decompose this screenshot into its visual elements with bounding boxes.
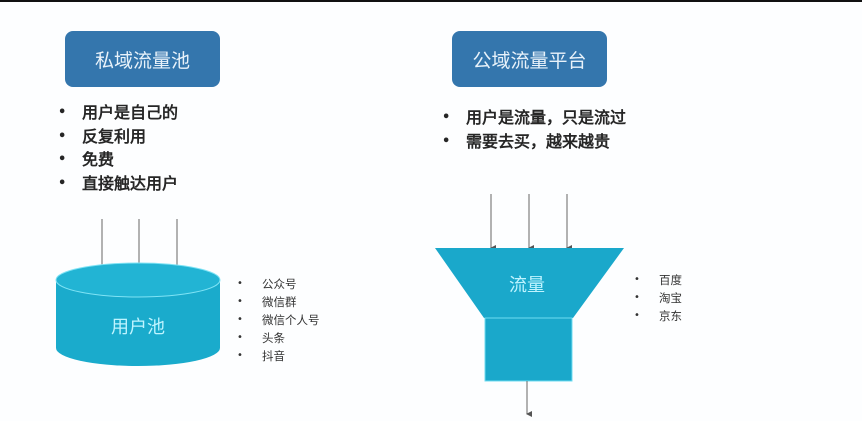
traffic-funnel [435,248,624,382]
list-item: 免费 [58,148,178,172]
list-item: 微信群 [237,293,320,311]
list-item: 用户是自己的 [58,101,178,125]
list-item: 抖音 [237,347,320,365]
top-border [0,0,862,2]
public-channel-list: 百度 淘宝 京东 [634,271,682,325]
list-item: 百度 [634,271,682,289]
list-item: 淘宝 [634,289,682,307]
traffic-label: 流量 [509,275,545,296]
list-item: 头条 [237,329,320,347]
private-channel-list: 公众号 微信群 微信个人号 头条 抖音 [237,275,320,365]
list-item: 京东 [634,307,682,325]
user-pool-label: 用户池 [111,317,165,338]
public-bullet-list: 用户是流量，只是流过 需要去买，越来越贵 [442,106,626,153]
user-pool-cylinder [55,262,221,366]
private-traffic-title: 私域流量池 [65,31,220,87]
list-item: 微信个人号 [237,311,320,329]
list-item: 公众号 [237,275,320,293]
list-item: 需要去买，越来越贵 [442,130,626,154]
private-bullet-list: 用户是自己的 反复利用 免费 直接触达用户 [58,101,178,195]
public-traffic-title: 公域流量平台 [452,31,607,87]
list-item: 反复利用 [58,125,178,149]
list-item: 直接触达用户 [58,172,178,196]
list-item: 用户是流量，只是流过 [442,106,626,130]
